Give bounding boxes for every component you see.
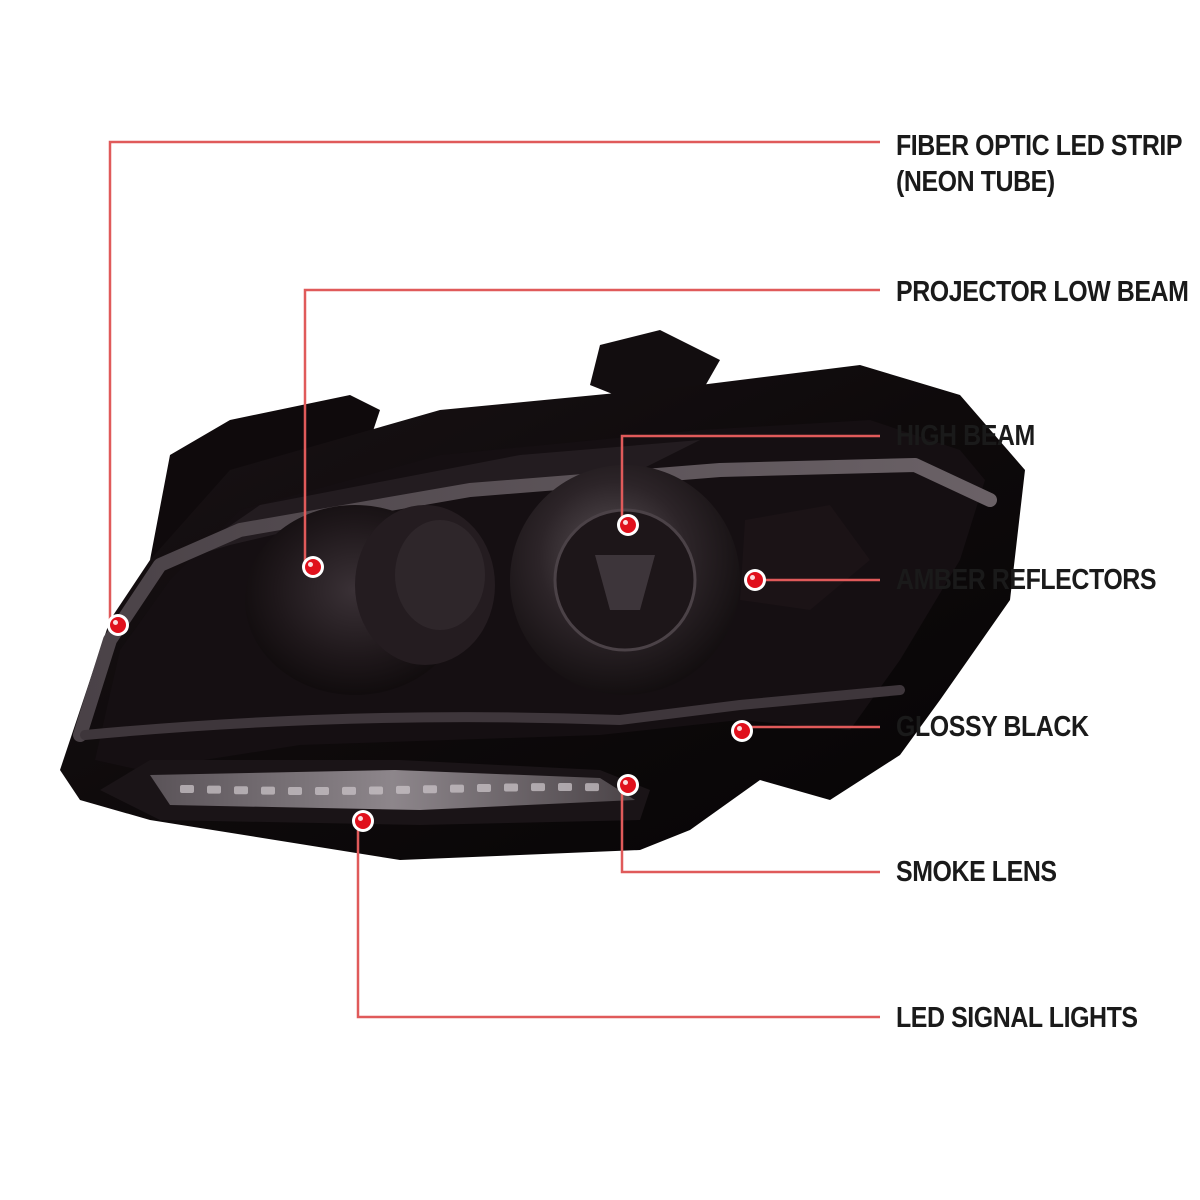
marker-dot-fiber-optic-led-strip — [110, 617, 126, 633]
leader-lines — [108, 140, 880, 1019]
led-diode — [207, 785, 221, 794]
callout-label-smoke-lens: SMOKE LENS — [896, 854, 1057, 890]
led-diode — [450, 784, 464, 793]
leader-line-projector-low-beam — [303, 288, 880, 567]
led-diode — [180, 785, 194, 793]
callout-label-line: AMBER REFLECTORS — [896, 564, 1157, 596]
marker-highlight-fiber-optic-led-strip — [113, 620, 118, 625]
marker-dot-glossy-black — [734, 723, 750, 739]
led-signal-diodes — [180, 783, 599, 795]
leader-line-high-beam — [620, 434, 880, 525]
marker-dot-projector-low-beam — [305, 559, 321, 575]
marker-highlight-smoke-lens — [623, 780, 628, 785]
callout-label-high-beam: HIGH BEAM — [896, 418, 1035, 454]
callout-label-glossy-black: GLOSSY BLACK — [896, 709, 1089, 745]
callout-label-line: LED SIGNAL LIGHTS — [896, 1002, 1138, 1034]
callout-label-line: HIGH BEAM — [896, 420, 1035, 452]
callout-label-line: GLOSSY BLACK — [896, 711, 1089, 743]
marker-highlight-projector-low-beam — [308, 562, 313, 567]
led-diode — [531, 783, 545, 792]
leader-line-smoke-lens — [620, 785, 880, 874]
led-diode — [423, 785, 437, 794]
led-diode — [477, 783, 491, 792]
lower-trim-strip — [80, 685, 905, 740]
marker-highlight-amber-reflectors — [750, 575, 755, 580]
projector-barrel-inner — [395, 520, 485, 630]
led-diode — [342, 786, 356, 795]
led-diode — [585, 783, 599, 792]
headlight-housing — [60, 330, 1025, 860]
marker-dot-led-signal-lights — [355, 813, 371, 829]
led-signal-bar — [150, 770, 635, 810]
callout-markers — [107, 514, 766, 832]
callout-label-fiber-optic-led-strip: FIBER OPTIC LED STRIP (NEON TUBE) — [896, 128, 1183, 200]
callout-label-led-signal-lights: LED SIGNAL LIGHTS — [896, 1000, 1138, 1036]
led-diode — [396, 785, 410, 794]
glossy-reflection — [180, 440, 700, 560]
callout-label-line: FIBER OPTIC LED STRIP — [896, 130, 1183, 162]
marker-highlight-glossy-black — [737, 726, 742, 731]
callout-label-line: (NEON TUBE) — [896, 166, 1055, 198]
marker-dot-amber-reflectors — [747, 572, 763, 588]
led-diode — [234, 786, 248, 795]
marker-highlight-high-beam — [623, 520, 628, 525]
callout-label-amber-reflectors: AMBER REFLECTORS — [896, 562, 1157, 598]
marker-dot-high-beam — [620, 517, 636, 533]
led-diode — [369, 786, 383, 795]
marker-dot-smoke-lens — [620, 777, 636, 793]
callout-label-line: PROJECTOR LOW BEAM — [896, 276, 1189, 308]
callout-label-projector-low-beam: PROJECTOR LOW BEAM — [896, 274, 1189, 310]
amber-reflector — [740, 505, 870, 610]
led-diode — [288, 786, 302, 795]
callout-label-line: SMOKE LENS — [896, 856, 1057, 888]
upper-mount-left — [150, 395, 380, 560]
leader-line-fiber-optic-led-strip — [108, 140, 880, 625]
led-diode — [558, 783, 572, 792]
led-diode — [315, 786, 329, 795]
led-diode — [504, 783, 518, 792]
led-diode — [261, 786, 275, 795]
marker-highlight-led-signal-lights — [358, 816, 363, 821]
high-beam-bulb — [595, 555, 655, 610]
leader-line-led-signal-lights — [356, 821, 880, 1019]
